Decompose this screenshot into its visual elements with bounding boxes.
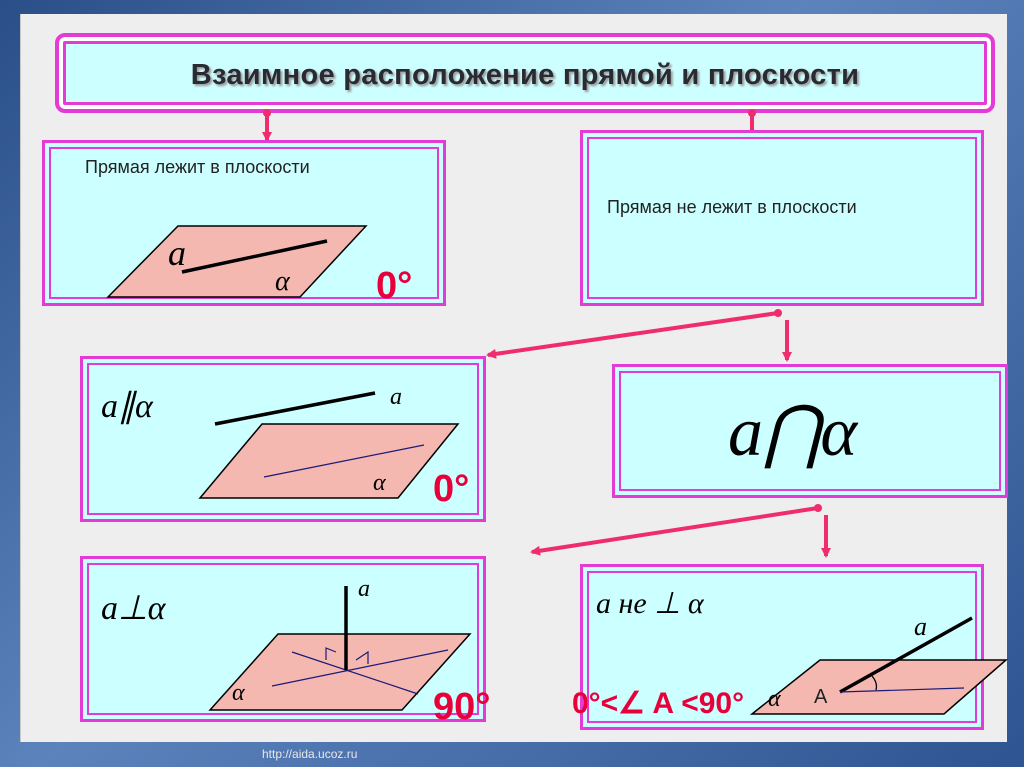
intersect-relation: a⋂α	[728, 394, 858, 471]
title-box: Взаимное расположение прямой и плоскости	[55, 33, 995, 113]
line-a	[181, 239, 328, 274]
box-intersect	[612, 364, 1008, 498]
line-a	[839, 616, 973, 694]
not-lies-label: Прямая не лежит в плоскости	[607, 197, 857, 217]
slide-title: Взаимное расположение прямой и плоскости	[190, 59, 860, 91]
footer-url: http://aida.ucoz.ru	[262, 747, 358, 761]
oblique-point-label: A	[814, 686, 828, 708]
lies-angle: 0°	[376, 265, 413, 307]
parallel-line-label: a	[390, 384, 402, 410]
oblique-line-label: a	[914, 612, 927, 641]
parallel-angle: 0°	[433, 468, 470, 510]
angle-arc	[871, 675, 878, 691]
perpendicular-relation: a⊥α	[101, 590, 166, 627]
parallel-relation: a∥α	[101, 388, 153, 425]
plane-alpha	[749, 659, 1009, 715]
lies-line-label: a	[168, 233, 186, 273]
lies-label: Прямая лежит в плоскости	[85, 157, 310, 177]
parallel-plane-label: α	[373, 470, 386, 496]
oblique-relation: a не ⊥ α	[596, 587, 704, 620]
oblique-angle: 0°<∠ A <90°	[572, 687, 745, 720]
arrow-to-parallel	[486, 311, 779, 359]
line-a	[214, 391, 376, 426]
perpendicular-plane-label: α	[232, 680, 245, 706]
lies-plane-label: α	[275, 266, 290, 297]
plane-alpha	[198, 423, 460, 499]
perpendicular-angle: 90°	[433, 686, 491, 728]
projection-line	[839, 687, 965, 693]
arrow-to-perpendicular	[530, 506, 819, 556]
box-line-not-in-plane: Прямая не лежит в плоскости	[580, 130, 984, 306]
oblique-plane-label: α	[768, 686, 781, 712]
perpendicular-line-label: a	[358, 576, 370, 602]
projection-line	[263, 444, 425, 478]
